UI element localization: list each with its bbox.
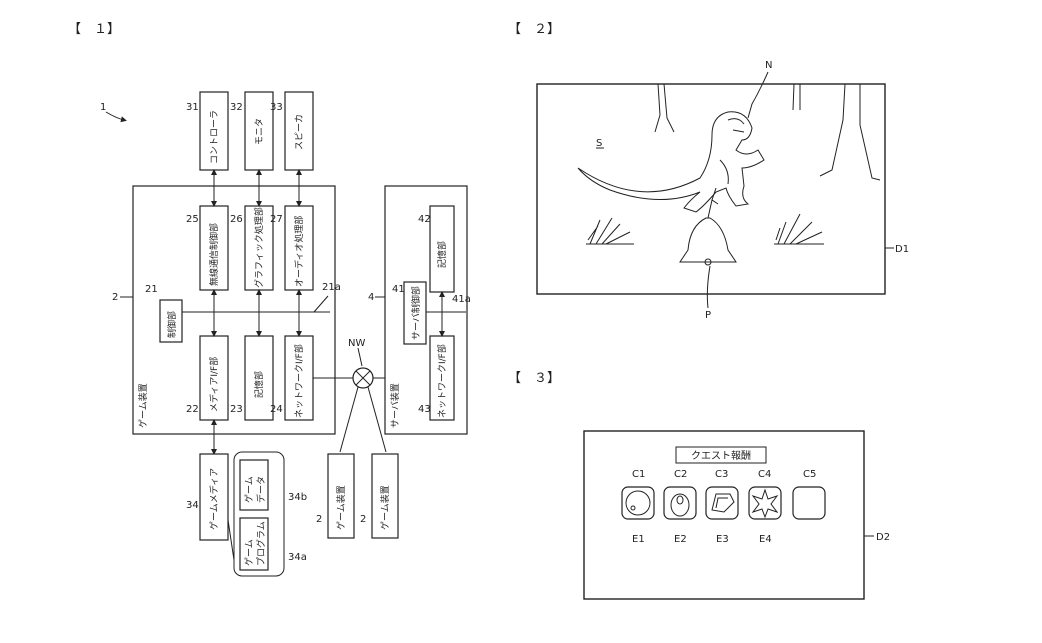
storage-label: 記憶部 <box>253 371 265 398</box>
control-unit-box <box>159 299 183 343</box>
media-if-box <box>199 335 229 421</box>
game-program-box <box>239 517 269 571</box>
system-ref: 1 <box>100 102 106 113</box>
circle-dot-icon <box>625 490 651 516</box>
server-network-if-box <box>429 335 455 421</box>
game-data-label2: データ <box>255 476 267 503</box>
game-program-label1: ゲーム <box>243 539 255 566</box>
control-unit-label: 制御部 <box>166 311 178 338</box>
grass-icon <box>774 213 824 245</box>
server-device-ref: 4 <box>368 292 374 303</box>
dinosaur-enemy-icon <box>577 111 765 213</box>
game-media-box <box>199 453 229 541</box>
server-network-if-label: ネットワークI/F部 <box>436 344 448 418</box>
monitor-ref: 32 <box>230 102 243 113</box>
slot-c3-ref: C3 <box>715 469 728 480</box>
graphics-label: グラフィック処理部 <box>253 207 265 288</box>
slot-e4-ref: E4 <box>759 534 772 545</box>
server-control-ref: 41 <box>392 284 405 295</box>
pentagon-icon <box>711 493 735 513</box>
game-program-label2: プログラム <box>255 521 267 566</box>
game-data-box <box>239 459 269 511</box>
screen-ref-d2: D2 <box>876 532 890 543</box>
screen-ref-d1: D1 <box>895 244 909 255</box>
monitor-label: モニタ <box>254 118 265 145</box>
game-device-ref: 2 <box>112 292 118 303</box>
bell-player-icon <box>679 217 737 263</box>
star-icon <box>751 488 779 519</box>
item-slot-4[interactable] <box>748 486 782 520</box>
fig2-game-screen: D1 N S P <box>536 60 909 321</box>
tree-icon <box>819 83 881 181</box>
fig2-label: 【 ２】 <box>508 22 560 37</box>
slot-e1-ref: E1 <box>632 534 645 545</box>
server-storage-ref: 42 <box>418 214 431 225</box>
media-if-ref: 22 <box>186 404 199 415</box>
wireless-comm-ref: 25 <box>186 214 199 225</box>
item-slot-2[interactable] <box>663 486 697 520</box>
game-data-ref: 34b <box>288 492 307 503</box>
bus-ref: 21a <box>322 282 341 293</box>
slot-c5-ref: C5 <box>803 469 816 480</box>
storage-ref: 23 <box>230 404 243 415</box>
controller-label: コントローラ <box>209 110 220 164</box>
slot-c1-ref: C1 <box>632 469 645 480</box>
slot-c2-ref: C2 <box>674 469 687 480</box>
controller-box <box>199 91 229 171</box>
s-ref: S <box>596 138 602 149</box>
graphics-box <box>244 205 274 291</box>
server-device-label: サーバ装置 <box>389 383 401 428</box>
server-network-if-ref: 43 <box>418 404 431 415</box>
slot-e2-ref: E2 <box>674 534 687 545</box>
controller-ref: 31 <box>186 102 199 113</box>
game-screen-frame <box>536 83 886 295</box>
fig3-quest-reward-screen: D2 クエスト報酬 C1 E1 C2 E2 C3 E3 C4 E4 C5 <box>583 430 890 600</box>
item-slot-5-empty[interactable] <box>792 486 826 520</box>
server-storage-label: 記憶部 <box>436 241 448 268</box>
server-control-box <box>403 281 427 345</box>
control-unit-ref: 21 <box>145 284 158 295</box>
other-game-device-1-box <box>327 453 355 539</box>
slot-e3-ref: E3 <box>716 534 729 545</box>
network-if-ref: 24 <box>270 404 283 415</box>
server-control-label: サーバ制御部 <box>410 286 422 340</box>
game-media-label: ゲームメディア <box>208 468 220 530</box>
other-game-device-2-ref: 2 <box>360 514 366 525</box>
game-data-label1: ゲーム <box>243 476 255 503</box>
graphics-ref: 26 <box>230 214 243 225</box>
n-ref: N <box>765 60 772 71</box>
wireless-comm-label: 無線通信制御部 <box>208 223 220 286</box>
other-game-device-1-label: ゲーム装置 <box>335 485 347 530</box>
quest-reward-button-label: クエスト報酬 <box>691 450 751 462</box>
audio-label: オーディオ処理部 <box>293 216 305 287</box>
audio-box <box>284 205 314 291</box>
target-icon <box>670 493 690 517</box>
game-media-ref: 34 <box>186 500 199 511</box>
game-device-label: ゲーム装置 <box>137 383 149 428</box>
server-bus-ref: 41a <box>452 294 471 305</box>
tree-icon <box>792 83 801 111</box>
fig3-label: 【 ３】 <box>508 371 560 386</box>
game-program-ref: 34a <box>288 552 307 563</box>
wireless-comm-box <box>199 205 229 291</box>
speaker-ref: 33 <box>270 102 283 113</box>
network-ref: NW <box>348 338 365 349</box>
fig1-label: 【 １】 <box>68 22 120 37</box>
network-if-label: ネットワークI/F部 <box>293 344 305 418</box>
slot-c4-ref: C4 <box>758 469 771 480</box>
speaker-label: スピーカ <box>294 114 305 150</box>
media-if-label: メディアI/F部 <box>208 357 220 412</box>
tree-icon <box>654 83 675 133</box>
other-game-device-2-label: ゲーム装置 <box>379 485 391 530</box>
audio-ref: 27 <box>270 214 283 225</box>
p-ref: P <box>705 310 711 321</box>
other-game-device-2-box <box>371 453 399 539</box>
item-slot-1[interactable] <box>621 486 655 520</box>
quest-reward-button[interactable] <box>675 446 767 464</box>
grass-icon <box>586 217 634 245</box>
network-if-box <box>284 335 314 421</box>
other-game-device-1-ref: 2 <box>316 514 322 525</box>
fig1-block-diagram: 1 2 ゲーム装置 コントローラ 31 モニタ 32 スピーカ 33 無線通信制… <box>100 91 471 577</box>
